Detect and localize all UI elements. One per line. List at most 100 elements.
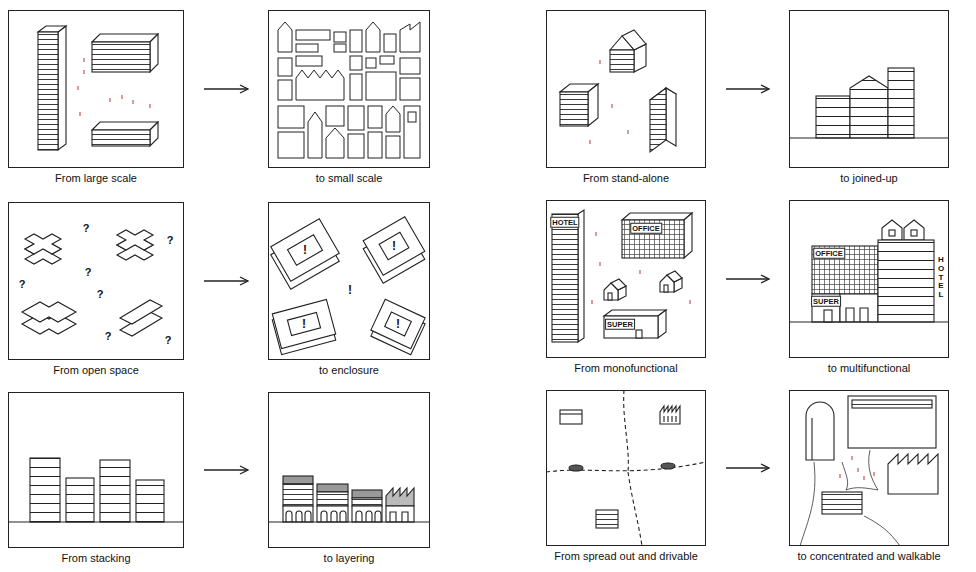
panel: to joined-up xyxy=(789,10,949,185)
layered-buildings xyxy=(268,476,430,522)
small-buildings-part xyxy=(368,132,382,158)
large-buildings-part xyxy=(92,34,158,42)
arrow-connector xyxy=(726,278,769,279)
exclamation-mark: ! xyxy=(303,244,307,256)
monofunctional-buildings xyxy=(552,210,692,342)
joined-buildings-part xyxy=(816,96,850,138)
small-buildings-part xyxy=(350,56,362,70)
panel: to small scale xyxy=(268,10,430,185)
small-buildings-part xyxy=(296,44,318,52)
small-buildings-part xyxy=(278,22,292,52)
small-buildings-part xyxy=(278,106,304,128)
small-buildings-part xyxy=(400,22,420,52)
standalone-buildings-part xyxy=(560,92,588,126)
panel-caption: to multifunctional xyxy=(759,362,976,375)
small-buildings-part xyxy=(368,106,382,128)
standalone-buildings-part xyxy=(650,88,666,152)
building-sign: SUPER xyxy=(605,319,635,330)
monofunctional-buildings-part xyxy=(604,310,666,316)
panel: From spread out and drivable xyxy=(546,390,706,563)
walkable-town-part xyxy=(806,402,834,460)
panel: From stacking xyxy=(8,392,184,565)
small-buildings-part xyxy=(366,72,396,100)
small-buildings-part xyxy=(380,56,394,64)
large-buildings-part xyxy=(58,26,66,150)
small-buildings-part xyxy=(278,80,292,100)
question-mark: ? xyxy=(165,335,172,346)
spread-out-town xyxy=(546,390,706,546)
panel: From open space xyxy=(8,202,184,377)
panel-caption: to layering xyxy=(238,552,460,565)
stacked-blocks-part xyxy=(136,480,164,522)
multifunctional-building-part xyxy=(911,230,917,236)
layered-buildings-part xyxy=(317,492,348,506)
panel-caption: From stacking xyxy=(0,552,214,565)
people-ticks xyxy=(590,60,628,144)
large-buildings-part xyxy=(92,42,150,72)
courtyard-blocks-part xyxy=(371,299,425,348)
panel-caption: to joined-up xyxy=(759,172,976,185)
people-ticks xyxy=(78,58,150,116)
people-ticks-part xyxy=(840,456,874,480)
small-buildings-part xyxy=(366,58,376,68)
walkable-town-part xyxy=(822,492,862,514)
spread-out-town-part xyxy=(569,465,583,471)
panel-frame xyxy=(268,202,430,360)
courtyard-blocks-part xyxy=(271,219,339,282)
spread-out-town-part xyxy=(628,472,642,546)
arrow-connector xyxy=(204,469,248,470)
large-buildings-part xyxy=(38,32,58,150)
standalone-buildings-part xyxy=(588,84,598,126)
layered-buildings-part xyxy=(321,511,346,522)
small-buildings-part xyxy=(308,112,322,158)
people-ticks-part xyxy=(592,232,690,304)
exclamation-mark: ! xyxy=(396,318,400,330)
stacked-blocks-part xyxy=(100,460,130,522)
stacked-blocks-part xyxy=(8,521,184,522)
walkable-town xyxy=(806,396,938,514)
courtyard-blocks-part xyxy=(271,219,339,282)
stacked-blocks-part xyxy=(66,478,94,522)
spread-out-town-part xyxy=(596,510,618,528)
people-ticks xyxy=(840,456,874,480)
building-sign: HOTEL xyxy=(937,256,945,300)
walkable-town-part xyxy=(848,396,936,448)
arrow-connector xyxy=(726,467,769,468)
layered-buildings-part xyxy=(352,490,382,498)
people-ticks xyxy=(592,232,690,304)
question-mark: ? xyxy=(19,279,26,290)
stacked-blocks-part xyxy=(30,458,60,522)
footpaths xyxy=(800,450,900,546)
layered-buildings-part xyxy=(268,521,430,522)
panel-frame xyxy=(789,390,949,546)
small-buildings-part xyxy=(334,44,346,52)
arrow-connector xyxy=(204,88,248,89)
courtyard-blocks xyxy=(271,217,425,355)
walkable-town-part xyxy=(852,400,932,408)
layered-buildings-part xyxy=(356,511,381,522)
spread-out-town-part xyxy=(624,390,629,472)
small-buildings-part xyxy=(278,58,292,76)
walkable-town-part xyxy=(811,418,812,460)
exclamation-mark: ! xyxy=(392,240,396,252)
arrow-connector xyxy=(726,88,769,89)
open-space-objects-part xyxy=(22,302,76,322)
large-buildings xyxy=(38,26,158,150)
small-buildings-part xyxy=(278,132,304,158)
panel-caption: to enclosure xyxy=(238,364,460,377)
small-buildings-part xyxy=(404,106,420,158)
panel-caption: From stand-alone xyxy=(516,172,736,185)
layered-buildings-part xyxy=(283,476,313,484)
arrow-connector xyxy=(204,280,248,281)
layered-buildings-part xyxy=(390,512,408,522)
people-ticks-part xyxy=(78,58,150,116)
small-buildings-part xyxy=(326,106,344,126)
small-buildings-part xyxy=(348,134,364,158)
panel-frame xyxy=(546,10,706,168)
panel-caption: From spread out and drivable xyxy=(516,550,736,563)
panel-frame xyxy=(546,390,706,546)
monofunctional-buildings-part xyxy=(664,285,668,292)
multifunctional-building-part xyxy=(889,230,895,236)
large-buildings-part xyxy=(150,122,158,146)
